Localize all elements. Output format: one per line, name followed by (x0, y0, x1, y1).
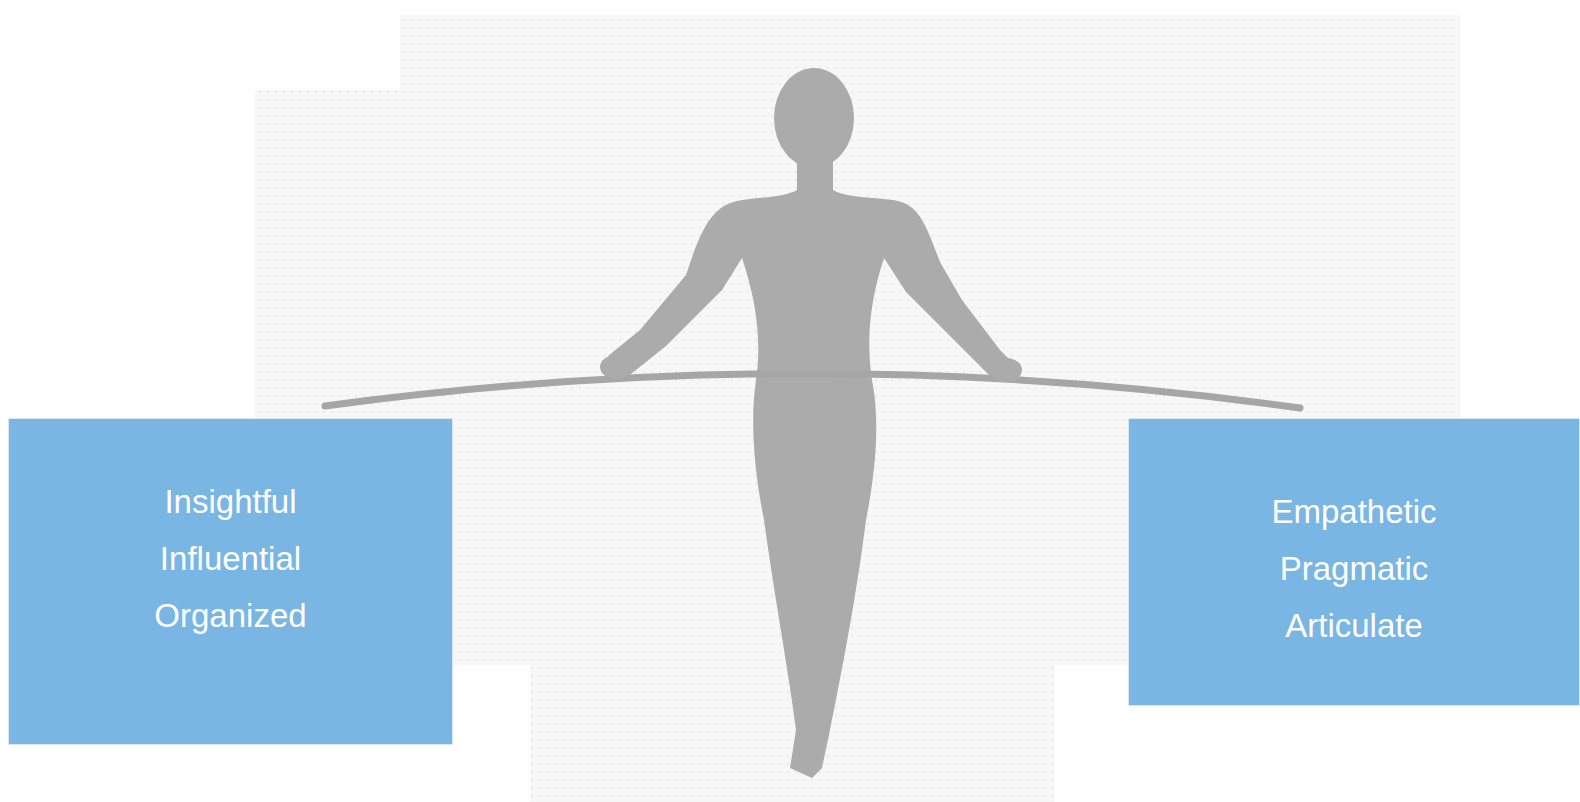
balance-pole (325, 373, 1300, 408)
silhouette-hand (600, 355, 632, 379)
trait-text: Insightful (9, 473, 452, 530)
trait-box: InsightfulInfluentialOrganized (8, 418, 453, 745)
trait-text: Organized (9, 587, 452, 644)
trait-text: Pragmatic (1129, 540, 1579, 597)
trait-text: Articulate (1129, 597, 1579, 654)
silhouette-head (774, 68, 854, 168)
silhouette-body (608, 158, 1022, 778)
trait-box: EmpatheticPragmaticArticulate (1128, 418, 1580, 706)
silhouette-hands (600, 355, 1022, 382)
trait-text: Influential (9, 530, 452, 587)
trait-text: Empathetic (1129, 483, 1579, 540)
silhouette-hand (990, 358, 1022, 382)
person-silhouette (608, 68, 1022, 778)
